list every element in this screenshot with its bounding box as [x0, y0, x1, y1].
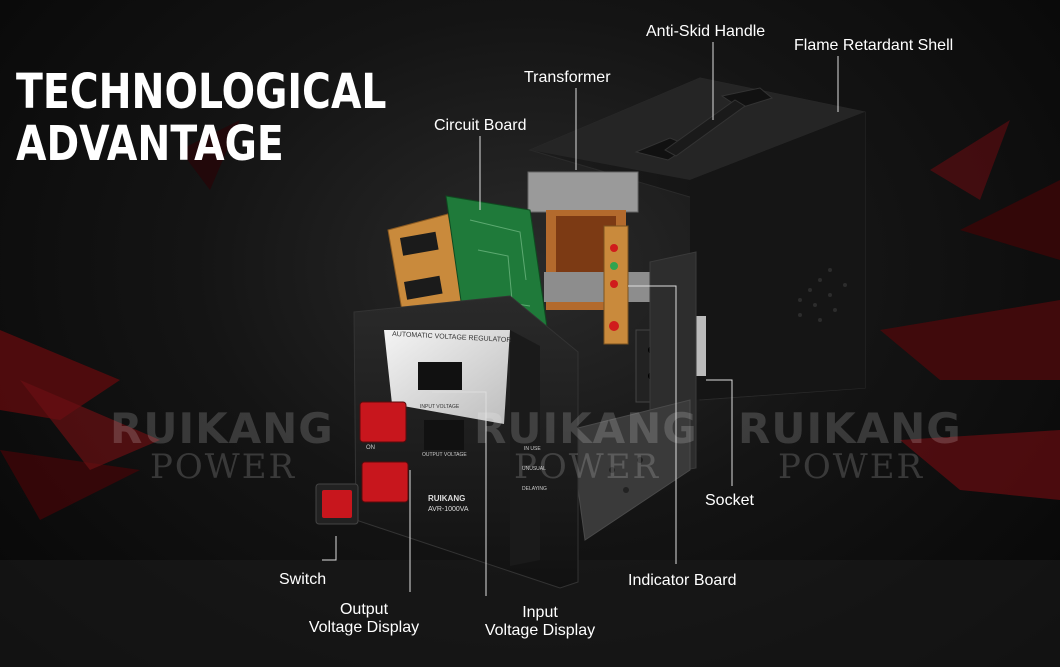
callout-input-voltage-display: Input Voltage Display — [476, 604, 604, 640]
callout-output-voltage-display: Output Voltage Display — [300, 601, 428, 637]
headline-line-1: TECHNOLOGICAL — [16, 64, 387, 120]
transformer — [527, 171, 654, 310]
device-delaying: DELAYING — [522, 486, 547, 492]
watermark-right: RUIKANG POWER — [738, 404, 962, 487]
device-in-use: IN USE — [524, 446, 541, 452]
headline: TECHNOLOGICAL ADVANTAGE — [16, 66, 386, 170]
leader-lines — [322, 42, 839, 596]
callout-input-line-1: Input — [522, 604, 558, 621]
watermark-brand: RUIKANG — [474, 404, 698, 453]
watermark-left: RUIKANG POWER — [110, 404, 334, 487]
callout-output-line-1: Output — [339, 601, 389, 618]
anti-skid-handle — [634, 87, 774, 161]
headline-line-2: ADVANTAGE — [16, 116, 284, 172]
display-board — [387, 213, 467, 323]
indicator-board — [603, 225, 629, 345]
device-input-voltage-label: INPUT VOLTAGE — [420, 404, 460, 410]
watermark-brand: RUIKANG — [110, 404, 334, 453]
callout-output-line-2: Voltage Display — [308, 619, 420, 636]
device-model: AVR-1000VA — [428, 506, 469, 513]
device-unusual: UNUSUAL — [522, 466, 546, 472]
watermark-sub: POWER — [514, 447, 661, 487]
chassis-floor — [569, 399, 691, 541]
flame-retardant-shell — [528, 77, 866, 401]
callout-indicator-board: Indicator Board — [628, 572, 737, 589]
device-brand: RUIKANG — [428, 494, 466, 503]
device-output-voltage-label: OUTPUT VOLTAGE — [422, 452, 467, 458]
watermark-sub: POWER — [150, 447, 297, 487]
power-switch — [315, 483, 359, 525]
callout-input-line-2: Voltage Display — [484, 622, 596, 639]
callout-socket: Socket — [705, 492, 754, 509]
callout-transformer: Transformer — [524, 69, 611, 86]
callout-circuit-board: Circuit Board — [434, 117, 527, 134]
callout-switch: Switch — [279, 571, 327, 588]
callout-anti-skid-handle: Anti-Skid Handle — [646, 23, 766, 40]
device-on-label: ON — [366, 445, 375, 451]
watermark-brand: RUIKANG — [738, 404, 962, 453]
watermark-sub: POWER — [778, 447, 925, 487]
front-switches — [359, 401, 409, 503]
red-shard-decoration — [0, 120, 1060, 520]
watermark-center: RUIKANG POWER — [474, 404, 698, 487]
callout-flame-retardant-shell: Flame Retardant Shell — [794, 37, 954, 54]
